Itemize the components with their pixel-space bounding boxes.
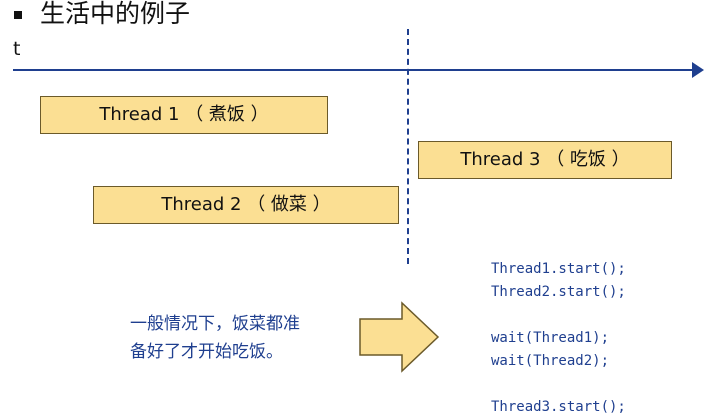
code-line: [491, 304, 701, 327]
code-line: wait(Thread1);: [491, 330, 610, 346]
code-line: Thread2.start();: [491, 284, 626, 300]
code-line: Thread1.start();: [491, 261, 626, 277]
page-title: 生活中的例子: [40, 0, 191, 28]
title-bullet: [14, 11, 22, 19]
code-line: [491, 373, 701, 396]
code-line: wait(Thread2);: [491, 353, 610, 369]
time-axis-arrowhead: [692, 62, 704, 78]
explanation-note-line-1: 一般情况下，饭菜都准: [130, 314, 300, 334]
thread-3-box: Thread 3 （ 吃饭 ）: [418, 141, 672, 179]
time-axis-line: [13, 69, 699, 71]
sync-divider-line: [407, 29, 409, 264]
time-axis-label: t: [13, 38, 21, 60]
explanation-note: 一般情况下，饭菜都准 备好了才开始吃饭。: [130, 310, 360, 366]
right-arrow-icon: [359, 301, 440, 373]
code-line: Thread3.start();: [491, 399, 626, 415]
thread-1-box: Thread 1 （ 煮饭 ）: [40, 96, 328, 134]
explanation-note-line-2: 备好了才开始吃饭。: [130, 342, 283, 362]
thread-2-box: Thread 2 （ 做菜 ）: [93, 186, 399, 224]
code-block: Thread1.start(); Thread2.start(); wait(T…: [491, 258, 701, 419]
